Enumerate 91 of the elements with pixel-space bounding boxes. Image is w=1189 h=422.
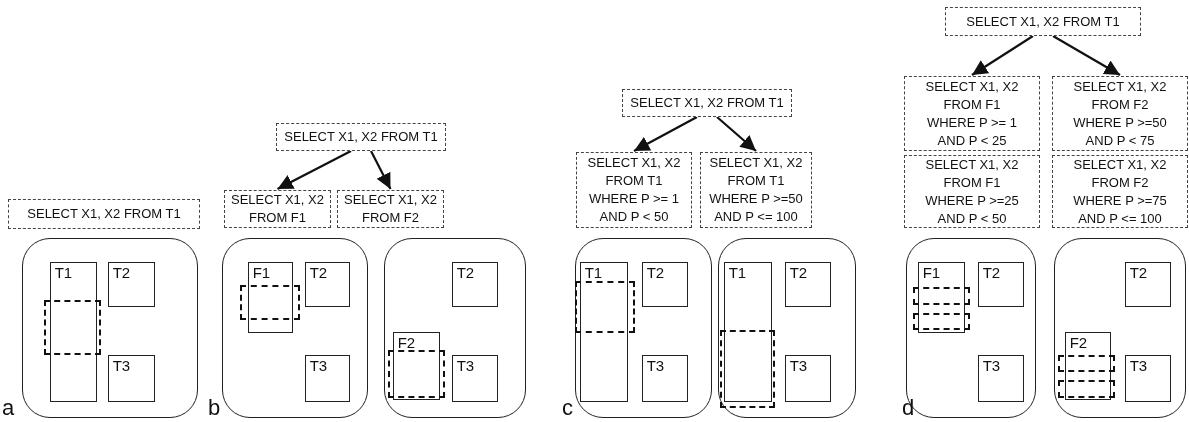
panel-label: d [902, 397, 915, 419]
dashed-region [43, 299, 101, 355]
table-box [1124, 354, 1171, 402]
server-box [384, 238, 526, 418]
query-box [276, 123, 446, 151]
table-box [723, 261, 772, 402]
query-box [576, 152, 692, 228]
table-name: T3 [646, 356, 665, 374]
table-box [107, 354, 155, 402]
table-box [579, 261, 628, 402]
dashed-region [912, 286, 970, 305]
arrow [370, 150, 392, 190]
table-box [917, 261, 965, 333]
table-name: T2 [982, 263, 1001, 281]
table-box [1064, 331, 1111, 400]
table-name: F2 [397, 333, 416, 351]
table-box [304, 354, 350, 402]
arrow [1052, 35, 1121, 76]
table-box [304, 261, 350, 307]
table-name: T3 [309, 356, 328, 374]
panel-label: b [208, 397, 221, 419]
panel-label: c [562, 397, 573, 419]
query-box [8, 199, 200, 229]
query-text: SELECT X1, X2 FROM F1 [230, 191, 325, 227]
table-name: T1 [584, 263, 603, 281]
query-text: SELECT X1, X2 FROM T1 [966, 12, 1120, 31]
arrow [716, 116, 757, 152]
table-name: T2 [309, 263, 328, 281]
table-name: T2 [456, 263, 475, 281]
table-box [392, 331, 440, 400]
query-text: SELECT X1, X2 FROM F1 WHERE P >=25 AND P < 50 [924, 155, 1020, 228]
server-box [575, 238, 712, 418]
query-box [904, 155, 1040, 228]
dashed-region [574, 280, 635, 333]
query-box [945, 7, 1141, 36]
query-text: SELECT X1, X2 FROM F2 WHERE P >=75 AND P <= 100 [1072, 155, 1168, 228]
table-name: T2 [1129, 263, 1148, 281]
query-box [700, 152, 812, 228]
table-box [451, 354, 498, 402]
dashed-region [912, 312, 970, 330]
table-name: T3 [112, 356, 131, 374]
arrow [277, 150, 352, 190]
dashed-region [387, 349, 445, 398]
table-box [451, 261, 498, 307]
table-box [784, 354, 831, 402]
dashed-region [1057, 379, 1115, 398]
dashed-region [719, 329, 775, 408]
query-box [337, 190, 444, 228]
query-box [1052, 155, 1188, 228]
table-box [641, 261, 688, 307]
arrow [971, 35, 1034, 76]
table-name: T1 [728, 263, 747, 281]
table-box [641, 354, 688, 402]
table-name: F2 [1069, 333, 1088, 351]
table-box [977, 354, 1024, 402]
table-name: T2 [789, 263, 808, 281]
dashed-region [1057, 354, 1115, 372]
query-text: SELECT X1, X2 FROM T1 [284, 128, 438, 146]
query-text: SELECT X1, X2 FROM T1 [630, 94, 784, 112]
table-name: T3 [982, 356, 1001, 374]
query-text: SELECT X1, X2 FROM F1 WHERE P >= 1 AND P < 25 [924, 77, 1020, 150]
query-box [622, 89, 792, 117]
table-box [247, 261, 293, 333]
dashed-region [239, 284, 300, 320]
query-text: SELECT X1, X2 FROM T1 [27, 205, 181, 223]
table-name: T2 [646, 263, 665, 281]
table-name: T3 [789, 356, 808, 374]
table-box [107, 261, 155, 307]
query-text: SELECT X1, X2 FROM F2 WHERE P >=50 AND P < 75 [1072, 77, 1168, 150]
server-box [1054, 238, 1186, 418]
query-box [224, 190, 331, 228]
query-box [1052, 76, 1188, 151]
arrow [633, 116, 698, 152]
panel-label: a [2, 397, 15, 419]
table-name: T3 [1129, 356, 1148, 374]
table-name: T3 [456, 356, 475, 374]
table-name: T2 [112, 263, 131, 281]
query-text: SELECT X1, X2 FROM T1 WHERE P >=50 AND P <= 100 [708, 154, 804, 226]
server-box [22, 238, 198, 418]
query-box [904, 76, 1040, 151]
table-name: F1 [252, 263, 271, 281]
table-box [784, 261, 831, 307]
table-box [977, 261, 1024, 307]
table-box [49, 261, 97, 402]
table-name: T1 [54, 263, 73, 281]
table-box [1124, 261, 1171, 307]
server-box [718, 238, 856, 418]
query-text: SELECT X1, X2 FROM T1 WHERE P >= 1 AND P < 50 [586, 154, 682, 226]
server-box [222, 238, 368, 418]
table-name: F1 [922, 263, 941, 281]
query-text: SELECT X1, X2 FROM F2 [343, 191, 438, 227]
